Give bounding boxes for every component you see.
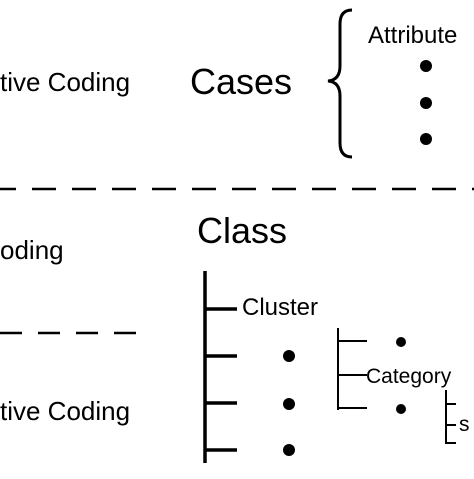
cases-bullet	[420, 97, 432, 109]
cluster-tree-bullet	[396, 404, 406, 414]
class-title: Class	[197, 210, 288, 251]
left-label-middle: oding	[0, 235, 64, 265]
left-label-top: tive Coding	[0, 67, 131, 97]
cluster-tree-bullet	[396, 337, 406, 347]
cases-title: Cases	[190, 61, 293, 102]
class-tree-bullet	[283, 398, 295, 410]
left-label-bottom: tive Coding	[0, 396, 131, 426]
cut-off-label: s	[459, 413, 470, 436]
class-tree-bullet	[283, 444, 295, 456]
category-label: Category	[366, 365, 452, 388]
attribute-label: Attribute	[368, 22, 458, 49]
class-tree-bullet	[283, 350, 295, 362]
cases-bullet	[420, 133, 432, 145]
cluster-label: Cluster	[242, 294, 319, 321]
cases-brace	[327, 8, 353, 159]
cases-bullet	[420, 60, 432, 72]
